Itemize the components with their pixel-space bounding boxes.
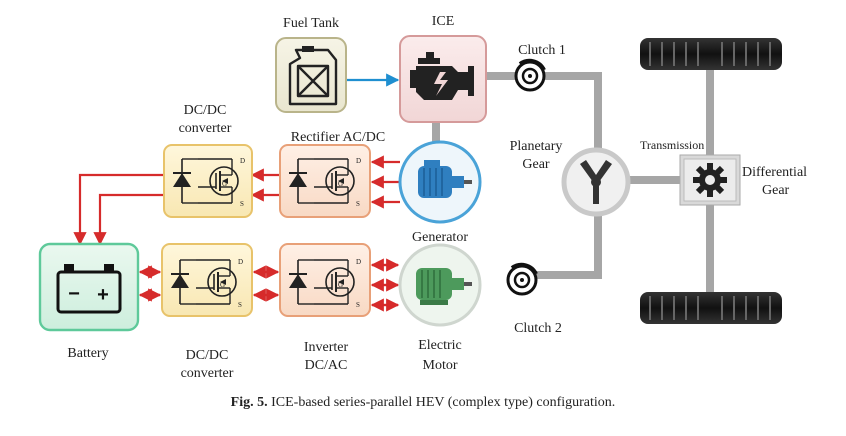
fuel-tank-label: Fuel Tank [283,16,339,31]
dcdc-bottom-block: G D S [161,243,253,317]
inverter-pin-d: D [356,258,361,266]
clutch2-icon [506,262,538,296]
rectifier-label: Rectifier AC/DC [291,130,386,145]
motor-label-2: Motor [423,358,458,373]
clutch1-label: Clutch 1 [518,43,566,58]
dcdc-top-block: G D S [163,144,253,218]
inverter-pin-g: G [338,281,343,289]
inverter-label-2: DC/AC [305,358,348,373]
clutch2-label: Clutch 2 [514,321,562,336]
dcdc-top-label-1: DC/DC [184,103,227,118]
clutch1-icon [514,58,546,92]
inverter-block: G D S [279,243,371,317]
rectifier-pin-s: S [356,200,360,208]
dcdc-bottom-pin-d: D [238,258,243,266]
generator-icon [398,140,482,224]
planetary-label-1: Planetary [510,139,563,154]
electric-motor-icon [398,243,482,327]
rectifier-block: G D S [279,144,371,218]
motor-label-1: Electric [418,338,462,353]
battery-minus: − [68,283,80,305]
caption-figure-number: Fig. 5. [230,395,268,410]
differential-label-2: Gear [762,183,790,198]
dcdc-bottom-pin-s: S [238,301,242,309]
engine-icon [410,52,474,100]
rectifier-pin-g: G [338,180,343,188]
dcdc-top-pin-s: S [240,200,244,208]
dcdc-bottom-label-1: DC/DC [186,348,229,363]
front-tire-icon [640,38,782,70]
differential-label-1: Differential [742,165,807,180]
planetary-gear-icon [561,147,631,217]
gear-icon [693,163,727,197]
rear-tire-icon [640,292,782,324]
jerrycan-icon [288,46,338,106]
generator-label: Generator [412,230,468,245]
transmission-label: Transmission [640,138,704,152]
dcdc-top-pin-g: G [222,180,227,188]
fuel-tank-block [275,37,347,113]
caption-text: ICE-based series-parallel HEV (complex t… [271,395,616,410]
dcdc-bottom-pin-g: G [220,281,225,289]
rectifier-pin-d: D [356,157,361,165]
figure-caption: Fig. 5. ICE-based series-parallel HEV (c… [0,395,846,411]
differential-block [679,154,741,206]
battery-block: − + [38,242,140,332]
battery-icon [56,264,122,314]
ice-label: ICE [432,14,455,29]
ice-block [399,35,487,123]
dcdc-bottom-label-2: converter [181,366,234,381]
battery-label: Battery [67,346,108,361]
dcdc-top-label-2: converter [179,121,232,136]
battery-plus: + [97,284,109,306]
inverter-pin-s: S [356,301,360,309]
inverter-label-1: Inverter [304,340,349,355]
dcdc-top-pin-d: D [240,157,245,165]
planetary-label-2: Gear [522,157,550,172]
power-lines [73,155,400,312]
